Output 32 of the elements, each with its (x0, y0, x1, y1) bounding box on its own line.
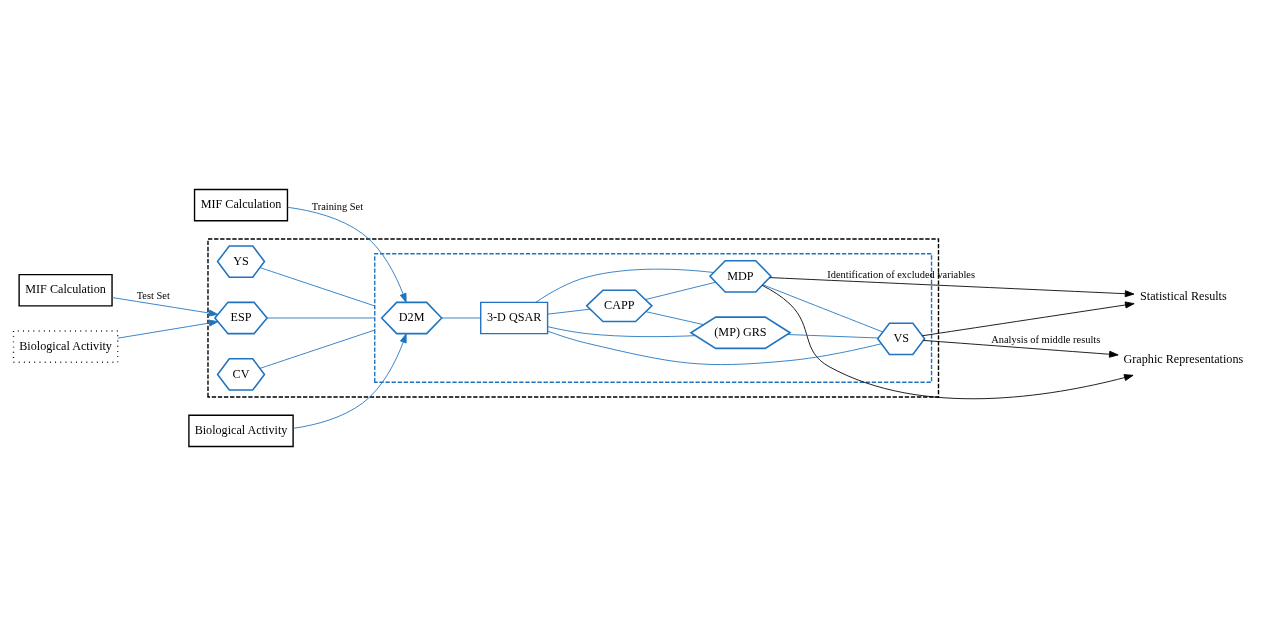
connector (266, 317, 376, 318)
node-text: Statistical Results (1140, 288, 1227, 302)
arrow (761, 284, 1134, 399)
edge-label: Identification of excluded variables (827, 268, 975, 280)
connector (441, 317, 482, 318)
cluster (374, 252, 933, 383)
connector (786, 333, 879, 338)
connector (535, 268, 715, 303)
arrow (923, 339, 1119, 358)
node-text: Graphic Representations (1123, 351, 1244, 366)
connector (547, 325, 696, 337)
node-box: MIF Calculation (18, 273, 113, 307)
node-box: Biological Activity (12, 329, 119, 363)
connector (259, 266, 376, 306)
edge-label: Analysis of middle results (991, 333, 1101, 345)
arrow (769, 276, 1135, 297)
arrow (292, 332, 407, 429)
node-box: Biological Activity (188, 414, 294, 447)
connector (645, 281, 716, 300)
connector (259, 329, 376, 369)
node-box: 3-D QSAR (480, 301, 549, 334)
arrow (117, 319, 219, 339)
arrow (287, 206, 407, 303)
arrow (922, 301, 1135, 336)
edge-label: Test Set (136, 289, 170, 301)
node-box: MIF Calculation (193, 188, 289, 221)
connector (762, 283, 884, 332)
arrow (111, 296, 219, 316)
connector (547, 308, 591, 315)
edge-label: Training Set (311, 200, 364, 212)
connector (547, 330, 882, 365)
connector (645, 310, 704, 325)
